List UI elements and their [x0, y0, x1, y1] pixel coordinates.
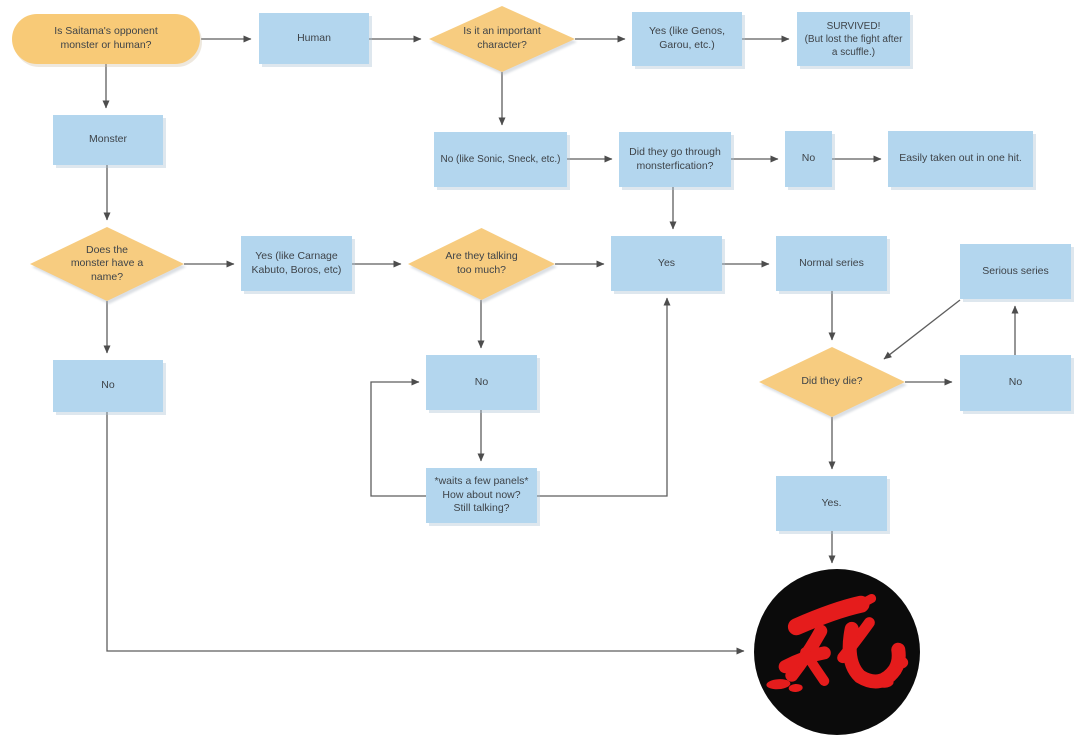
- node-survived: SURVIVED! (But lost the fight after a sc…: [797, 12, 910, 66]
- node-serious-series: Serious series: [960, 244, 1071, 299]
- node-talking-too-much: Are they talking too much?: [408, 228, 555, 300]
- node-start-label: Is Saitama's opponent monster or human?: [54, 25, 158, 51]
- node-no-small-label: No: [801, 152, 816, 165]
- node-no-sonic-label: No (like Sonic, Sneck, etc.): [440, 154, 561, 165]
- node-serious-series-label: Serious series: [982, 264, 1049, 277]
- node-yes-genos: Yes (like Genos, Garou, etc.): [632, 12, 742, 66]
- node-human: Human: [259, 13, 369, 64]
- node-important-character-label: Is it an important character?: [463, 25, 541, 51]
- node-no-sonic: No (like Sonic, Sneck, etc.): [434, 132, 567, 187]
- node-survived-label: SURVIVED! (But lost the fight after a sc…: [804, 20, 903, 58]
- node-normal-series: Normal series: [776, 236, 887, 291]
- node-yes-genos-label: Yes (like Genos, Garou, etc.): [648, 25, 726, 51]
- node-yes-dot-label: Yes.: [821, 496, 842, 509]
- node-no-small: No: [785, 131, 832, 187]
- node-no-mid-label: No: [474, 375, 489, 388]
- node-yes-carnage: Yes (like Carnage Kabuto, Boros, etc): [241, 236, 352, 291]
- node-waits-panels-label: *waits a few panels* How about now? Stil…: [434, 475, 529, 515]
- node-talking-too-much-label: Are they talking too much?: [445, 250, 518, 276]
- node-did-they-die-label: Did they die?: [801, 375, 863, 388]
- node-death-circle: [752, 568, 922, 736]
- node-monster-name-label: Does the monster have a name?: [70, 243, 144, 283]
- node-monster-label: Monster: [89, 133, 127, 146]
- node-monsterfication-label: Did they go through monsterfication?: [629, 145, 721, 172]
- node-waits-panels: *waits a few panels* How about now? Stil…: [426, 468, 537, 523]
- node-no-left-label: No: [101, 379, 115, 392]
- node-normal-series-label: Normal series: [799, 256, 864, 269]
- death-kanji-icon: [754, 569, 920, 735]
- connector-waits-yesmid: [537, 297, 671, 497]
- node-no-right-label: No: [1008, 376, 1023, 389]
- node-monster: Monster: [53, 115, 163, 165]
- node-important-character: Is it an important character?: [429, 6, 575, 72]
- node-no-mid: No: [426, 355, 537, 410]
- node-start: Is Saitama's opponent monster or human?: [12, 14, 200, 64]
- node-yes-mid-label: Yes: [657, 256, 676, 269]
- connector-waits-loop-nomid: [370, 378, 426, 497]
- node-yes-carnage-label: Yes (like Carnage Kabuto, Boros, etc): [251, 249, 342, 276]
- node-did-they-die: Did they die?: [759, 347, 905, 417]
- node-human-label: Human: [297, 31, 331, 44]
- node-yes-mid: Yes: [611, 236, 722, 291]
- node-no-left: No: [53, 360, 163, 412]
- node-yes-dot: Yes.: [776, 476, 887, 531]
- node-monster-name: Does the monster have a name?: [30, 227, 184, 301]
- connector-noleft-death: [106, 412, 745, 655]
- node-easily-label: Easily taken out in one hit.: [899, 152, 1022, 165]
- node-easily: Easily taken out in one hit.: [888, 131, 1033, 187]
- node-no-right: No: [960, 355, 1071, 411]
- node-monsterfication: Did they go through monsterfication?: [619, 132, 731, 187]
